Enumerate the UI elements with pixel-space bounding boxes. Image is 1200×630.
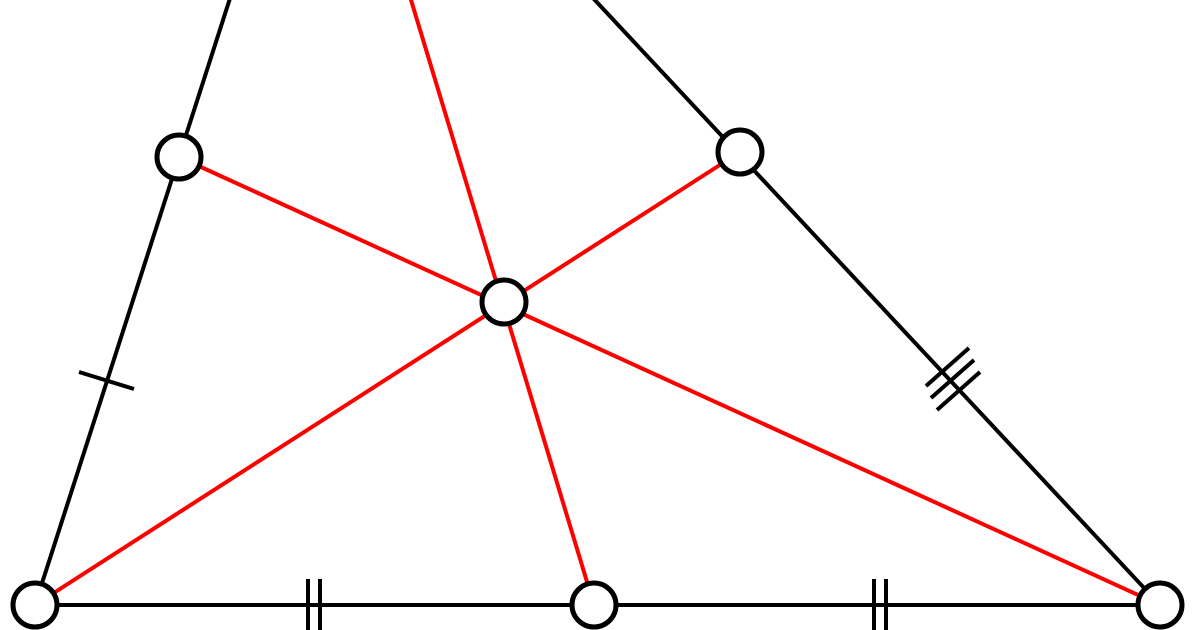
- tick-double-base-left: [306, 579, 322, 630]
- median-from-bottom-left: [33, 150, 742, 607]
- tick-triple-right: [924, 346, 982, 412]
- edge-right-side: [592, 0, 1162, 607]
- midpoint-left-side: [154, 132, 204, 182]
- centroid: [479, 277, 529, 327]
- triangle-edges: [33, 0, 1162, 607]
- median-from-bottom-right: [178, 155, 1161, 607]
- midpoint-right-side: [715, 127, 765, 177]
- median-from-apex: [408, 0, 596, 606]
- tick-double-base-right: [872, 579, 888, 630]
- vertex-bottom-left: [10, 580, 60, 630]
- tick-marks: [78, 346, 982, 630]
- midpoint-base: [569, 580, 619, 630]
- medians: [33, 0, 1161, 607]
- points: [10, 127, 1185, 630]
- tick-single-left: [78, 370, 135, 391]
- vertex-bottom-right: [1135, 580, 1185, 630]
